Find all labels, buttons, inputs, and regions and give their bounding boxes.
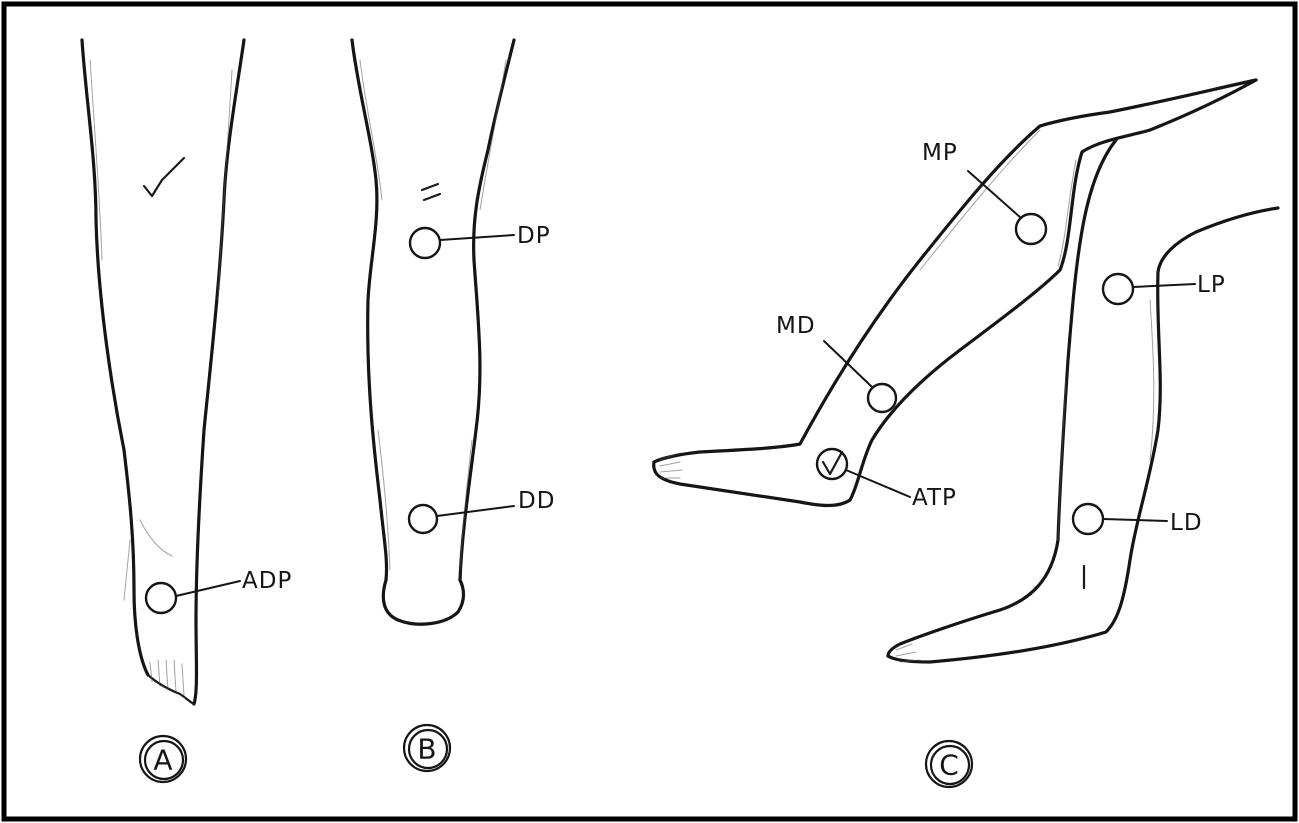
site-ld-label: LD xyxy=(1170,510,1203,536)
site-mp-label: MP xyxy=(922,140,958,166)
site-atp-label: ATP xyxy=(912,485,957,511)
site-adp-label: ADP xyxy=(242,568,292,594)
panel-a-letter: A xyxy=(153,744,172,777)
site-ld-marker xyxy=(1073,504,1103,534)
site-dd-label: DD xyxy=(518,488,555,514)
site-md-label: MD xyxy=(776,313,816,339)
site-dp-label: DP xyxy=(517,223,551,249)
site-lp-label: LP xyxy=(1197,272,1226,298)
panel-b-letter: B xyxy=(417,733,436,766)
site-adp-marker xyxy=(146,583,176,613)
site-dp-marker xyxy=(410,228,440,258)
site-lp-marker xyxy=(1103,274,1133,304)
figure-border xyxy=(4,4,1295,819)
site-atp-marker xyxy=(817,449,847,479)
panel-c-letter: C xyxy=(939,749,959,782)
site-md-marker xyxy=(868,384,896,412)
site-dd-marker xyxy=(409,505,437,533)
